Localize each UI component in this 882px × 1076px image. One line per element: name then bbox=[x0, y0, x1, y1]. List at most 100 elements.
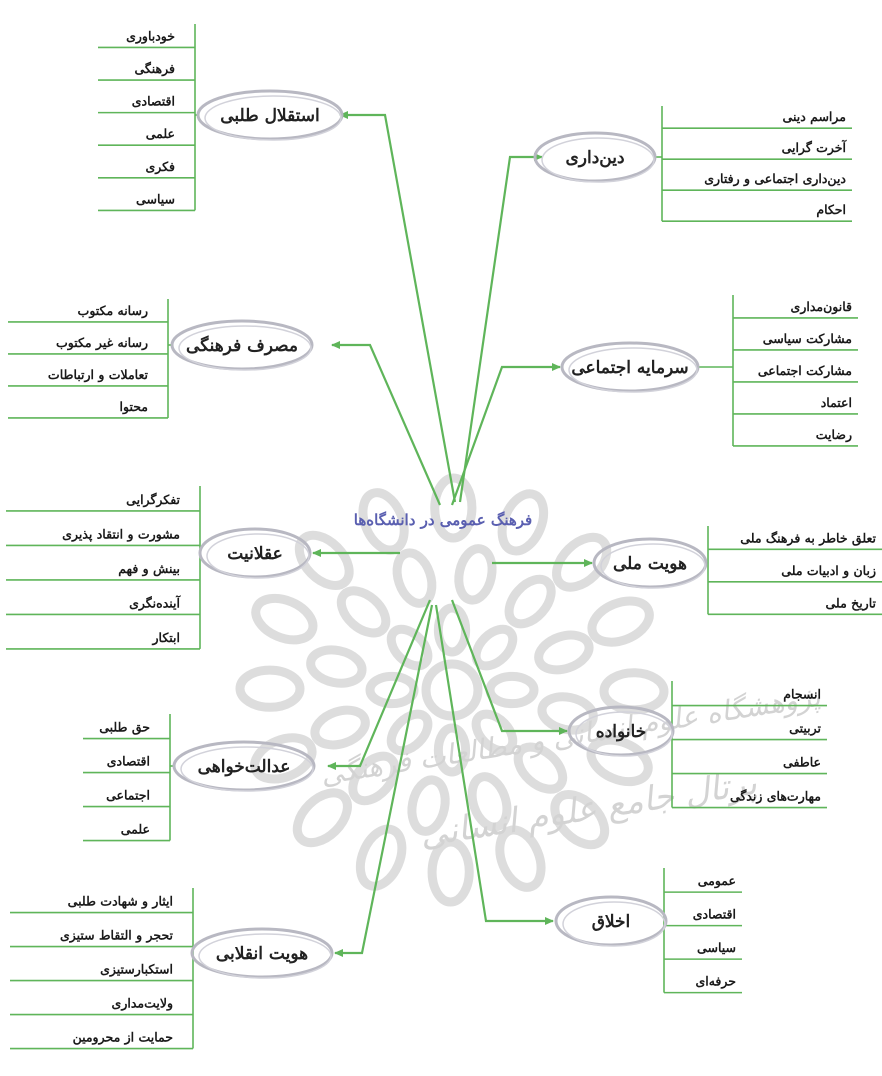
leaf-item-label: فرهنگی bbox=[134, 60, 175, 77]
connector-left-1 bbox=[331, 341, 442, 506]
connector-left-0 bbox=[339, 111, 457, 503]
leaf-item-label: علمی bbox=[146, 126, 175, 141]
rosette-petal bbox=[407, 775, 450, 836]
leaf-item-label: مشارکت اجتماعی bbox=[758, 363, 852, 379]
node-ellipse-shadow bbox=[178, 325, 312, 371]
rosette-petal bbox=[392, 548, 437, 608]
branch-node: قانون‌مداری مشارکت سیاسی مشارکت اجتماعی اعت… bbox=[560, 295, 858, 447]
leaf-item-label: مشورت و انتقاد پذیری bbox=[62, 526, 180, 542]
connector-right-3 bbox=[450, 599, 568, 735]
leaf-item-label: تعلق خاطر به فرهنگ ملی bbox=[740, 529, 876, 546]
node-ellipse-shadow bbox=[575, 711, 673, 757]
leaf-item-label: ایثار و شهادت طلبی bbox=[68, 894, 173, 910]
node-ellipse-shadow bbox=[198, 933, 332, 979]
leaf-item-label: مشارکت سیاسی bbox=[763, 331, 853, 347]
connector-right-0 bbox=[458, 153, 543, 503]
rosette-petal bbox=[550, 790, 610, 850]
leaf-item-label: مهارت‌های زندگی bbox=[730, 788, 821, 805]
leaf-item-label: عمومی bbox=[698, 873, 736, 889]
rosette-petal bbox=[497, 489, 549, 556]
branch-label: عدالت‌خواهی bbox=[198, 757, 291, 777]
branch-nodes: خودباوریفرهنگیاقتصادیعلمیفکریسیاسیاستقلا… bbox=[6, 24, 882, 1050]
leaf-item-label: تفکرگرایی bbox=[126, 491, 180, 508]
rosette-petal bbox=[433, 723, 471, 777]
rosette-petal bbox=[534, 630, 594, 675]
center-topic: فرهنگ عمومی در دانشگاه‌ها bbox=[354, 511, 532, 529]
leaf-item-label: انسجام bbox=[783, 687, 821, 703]
node-ellipse bbox=[554, 895, 668, 947]
leaf-item-label: حمایت از محرومین bbox=[73, 1030, 174, 1046]
branch-label: عقلانیت bbox=[227, 544, 282, 564]
rosette-petal bbox=[358, 488, 409, 555]
rosette-petal bbox=[386, 709, 433, 756]
rosette-petal bbox=[586, 735, 653, 787]
leaf-item-label: قانون‌مداری bbox=[791, 299, 852, 315]
rosette-petal bbox=[467, 772, 512, 832]
node-ellipse bbox=[196, 89, 344, 141]
rosette-petal bbox=[250, 733, 317, 784]
node-ellipse bbox=[592, 537, 708, 589]
node-ellipse-shadow bbox=[562, 901, 666, 947]
node-ellipse bbox=[172, 740, 316, 792]
leaf-item-label: احکام bbox=[816, 202, 846, 218]
node-ellipse-shadow bbox=[541, 137, 655, 183]
rosette-petal bbox=[433, 603, 471, 657]
leaf-item-label: اجتماعی bbox=[106, 788, 150, 803]
rosette-petal bbox=[471, 709, 518, 756]
branch-label: هویت انقلابی bbox=[216, 944, 308, 964]
leaf-item-label: حرفه‌ای bbox=[695, 974, 736, 990]
connector-right-1 bbox=[450, 363, 561, 506]
rosette-petal bbox=[485, 671, 539, 709]
leaf-item-label: سیاسی bbox=[136, 191, 175, 206]
connector-left-4 bbox=[334, 604, 434, 957]
connector-right-4 bbox=[434, 604, 554, 925]
branch-label: اخلاق bbox=[592, 912, 631, 932]
rosette-petal bbox=[430, 473, 477, 543]
rosette-petal bbox=[495, 825, 546, 892]
node-ellipse bbox=[560, 341, 700, 393]
rosette-petal bbox=[306, 645, 367, 688]
leaf-item-label: فکری bbox=[145, 159, 175, 175]
leaf-item-label: رسانه مکتوب bbox=[78, 303, 148, 319]
leaf-item-label: رسانه غیر مکتوب bbox=[56, 335, 148, 351]
rosette-petal bbox=[552, 532, 612, 592]
rosette-petal bbox=[504, 574, 556, 629]
leaf-item-label: حق طلبی bbox=[99, 720, 150, 736]
rosette-petal bbox=[355, 824, 407, 891]
rosette-petal bbox=[292, 788, 352, 848]
leaf-item-label: تحجر و التقاط ستیزی bbox=[60, 928, 174, 944]
rosette-petal bbox=[310, 705, 370, 750]
leaf-item-label: تاریخ ملی bbox=[826, 595, 877, 611]
rosette-petal bbox=[471, 624, 518, 671]
rosette-petal bbox=[386, 624, 433, 671]
rosette-petal bbox=[294, 530, 354, 590]
leaf-item-label: آینده‌نگری bbox=[129, 594, 181, 611]
leaf-item-label: ابتکار bbox=[152, 630, 180, 646]
branch-label: مصرف فرهنگی bbox=[186, 335, 298, 356]
leaf-item-label: تربیتی bbox=[789, 721, 821, 737]
rosette-petal bbox=[235, 665, 305, 712]
leaf-item-label: خودباوری bbox=[126, 28, 175, 44]
leaf-item-label: محتوا bbox=[120, 399, 149, 415]
branch-node: خودباوریفرهنگیاقتصادیعلمیفکریسیاسیاستقلا… bbox=[98, 24, 344, 212]
leaf-item-label: اعتماد bbox=[821, 395, 852, 410]
node-ellipse bbox=[198, 527, 312, 579]
leaf-item-label: سیاسی bbox=[697, 940, 736, 955]
rosette-core bbox=[421, 659, 483, 721]
rosette-petal bbox=[454, 544, 497, 605]
branch-node: تعلق خاطر به فرهنگ ملی زبان و ادبیات ملی ت… bbox=[592, 526, 882, 616]
leaf-item-label: زبان و ادبیات ملی bbox=[781, 563, 876, 579]
node-ellipse bbox=[170, 319, 314, 371]
node-ellipse-shadow bbox=[206, 533, 310, 579]
leaf-item-label: اقتصادی bbox=[132, 94, 175, 109]
node-ellipse bbox=[567, 705, 675, 757]
rosette-petal bbox=[599, 668, 669, 715]
leaf-item-label: آخرت گرایی bbox=[782, 139, 848, 156]
branch-label: دین‌داری bbox=[565, 148, 624, 168]
